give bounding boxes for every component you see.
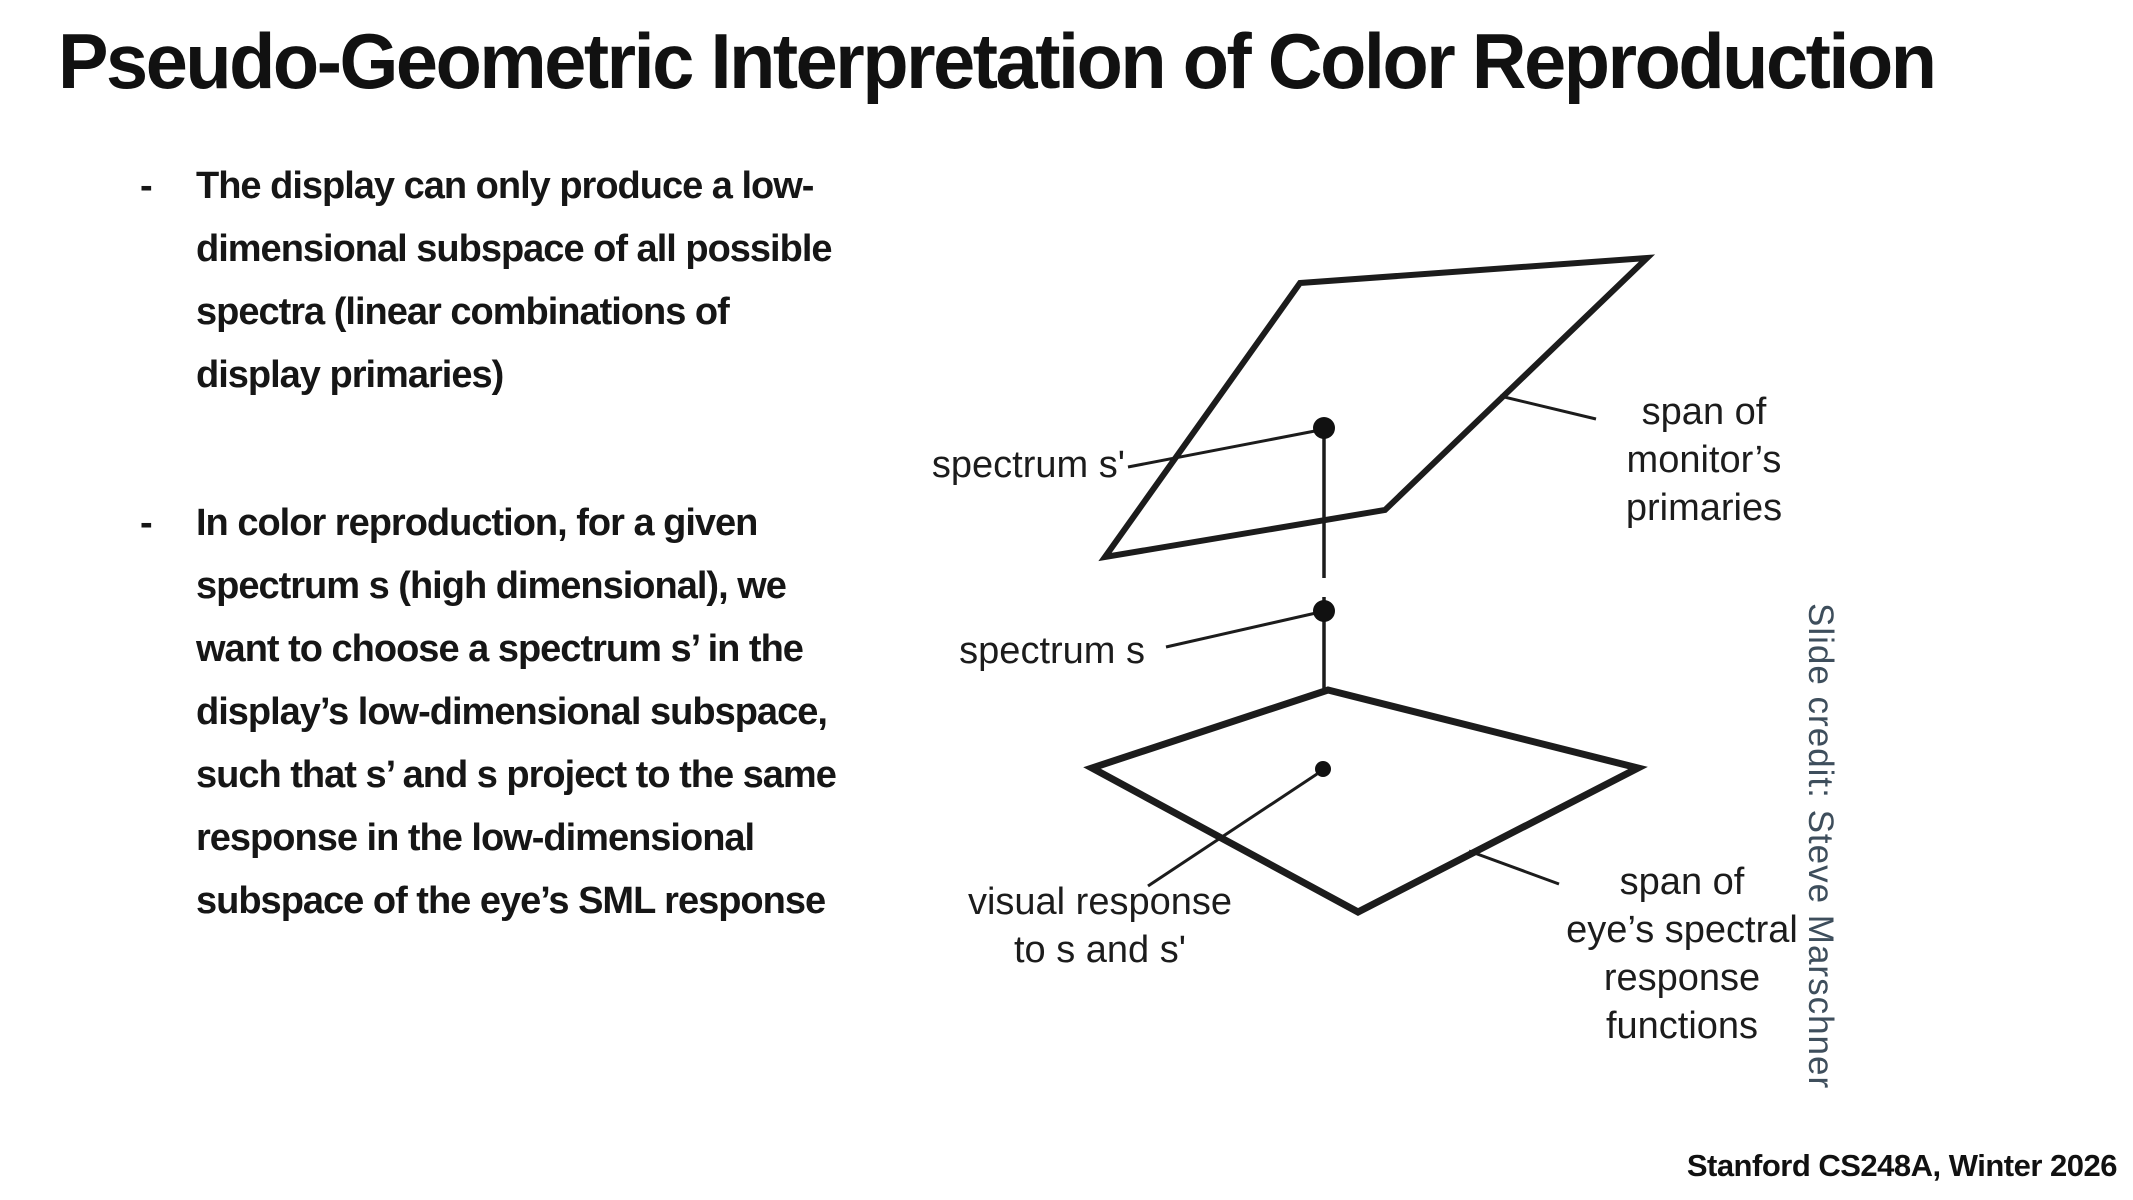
bullet-item-2: - In color reproduction, for a given spe… (140, 492, 916, 933)
color-reproduction-diagram (1083, 254, 1656, 916)
visual-response-dot (1315, 761, 1331, 777)
label-span-eye-response: span of eye’s spectral response function… (1566, 861, 1798, 1047)
slide-credit: Slide credit: Steve Marschner (1801, 603, 1840, 1090)
monitor-primaries-plane (1098, 254, 1656, 562)
label-spectrum-s-prime: spectrum s' (931, 444, 1125, 486)
spectrum-s-dot (1313, 600, 1335, 622)
bullet-text-2: In color reproduction, for a given spect… (196, 502, 837, 922)
bullet-item-1: - The display can only produce a low- di… (140, 155, 916, 407)
bullet-dash: - (140, 502, 153, 544)
slide-title: Pseudo-Geometric Interpretation of Color… (58, 17, 1937, 105)
label-spectrum-s: spectrum s (959, 630, 1145, 672)
spectrum-s-prime-dot (1313, 417, 1335, 439)
course-footer: Stanford CS248A, Winter 2026 (1686, 1148, 2118, 1183)
spectrum-s-prime-pointer (1127, 429, 1316, 469)
eye-response-plane (1083, 686, 1648, 916)
bullet-text-1: The display can only produce a low- dime… (196, 165, 833, 396)
label-span-monitor-primaries: span of monitor’s primaries (1625, 391, 1783, 529)
visual-response-pointer (1147, 772, 1318, 888)
label-visual-response: visual response to s and s' (967, 881, 1233, 971)
span-eye-pointer (1468, 849, 1560, 886)
spectrum-s-pointer (1165, 611, 1317, 649)
span-monitor-pointer (1499, 394, 1597, 421)
bullet-dash: - (140, 165, 153, 207)
